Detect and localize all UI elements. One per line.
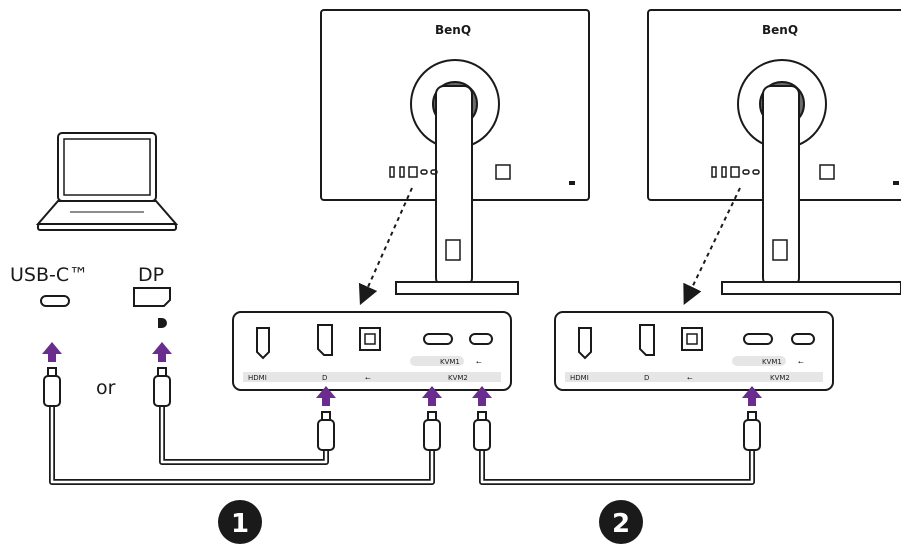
monitor-1-brand: BenQ xyxy=(435,23,471,37)
label-kvm1: KVM1 xyxy=(440,358,460,366)
hdmi-port xyxy=(578,327,592,360)
arrow-up-icon xyxy=(742,386,762,406)
dp-label: DP xyxy=(138,264,165,286)
label-usb: ⭠ xyxy=(687,374,693,382)
monitor-2-rear-ports xyxy=(711,166,760,178)
port-panel-1: HDMI D ⭠ KVM1 KVM2 ⭠ xyxy=(232,311,512,391)
monitor-1-stand-base xyxy=(395,281,519,295)
cable-plugs xyxy=(43,367,761,451)
port-panel-1-label-bar xyxy=(243,372,501,382)
cables xyxy=(49,400,755,485)
arrow-up-icon xyxy=(152,342,172,362)
plug-monitor2-usbc xyxy=(743,419,761,451)
or-label: or xyxy=(96,377,116,399)
label-kvm1: KVM1 xyxy=(762,358,782,366)
arrow-up-icon xyxy=(472,386,492,406)
cable-dp-laptop-to-monitor1 xyxy=(159,400,329,465)
label-usb: ⭠ xyxy=(365,374,371,382)
dp-logo-icon xyxy=(158,318,167,328)
usbc-kvm1-port xyxy=(423,333,453,345)
monitor-2-button xyxy=(819,164,835,180)
connection-arrows xyxy=(42,342,762,406)
plug-monitor1-dp xyxy=(317,419,335,451)
laptop-icon xyxy=(35,132,179,231)
step-2-number: 2 xyxy=(612,509,630,539)
cable-usbc-laptop-to-monitor1 xyxy=(49,400,435,485)
port-panel-2: HDMI D ⭠ KVM1 KVM2 ⭠ xyxy=(554,311,834,391)
label-dp: D xyxy=(644,374,649,382)
laptop-usbc-port-icon xyxy=(40,295,70,307)
plug-monitor1-usbc xyxy=(423,419,441,451)
plug-laptop-usbc xyxy=(43,375,61,407)
label-hdmi: HDMI xyxy=(248,374,267,382)
usbc-kvm1-port xyxy=(743,333,773,345)
monitor-2-led xyxy=(893,181,899,185)
step-1-badge: 1 xyxy=(218,500,262,544)
arrow-up-icon xyxy=(316,386,336,406)
hdmi-port xyxy=(256,327,270,360)
plug-laptop-dp xyxy=(153,375,171,407)
monitor-1: BenQ xyxy=(320,9,590,306)
label-kvm2: KVM2 xyxy=(770,374,790,382)
cable-monitor1-to-monitor2 xyxy=(479,448,755,485)
step-1-number: 1 xyxy=(231,509,249,539)
usbc-downstream-port xyxy=(469,333,493,345)
arrow-up-icon xyxy=(422,386,442,406)
usb-b-port xyxy=(359,327,381,351)
label-usb-down: ⭠ xyxy=(476,358,482,366)
monitor-2-lock-icon xyxy=(772,239,788,261)
usbc-downstream-port xyxy=(791,333,815,345)
monitor-1-rear-ports xyxy=(389,166,438,178)
monitor-1-led xyxy=(569,181,575,185)
dp-port xyxy=(317,324,333,356)
label-hdmi: HDMI xyxy=(570,374,589,382)
monitor-1-lock-icon xyxy=(445,239,461,261)
label-kvm2: KVM2 xyxy=(448,374,468,382)
step-2-badge: 2 xyxy=(599,500,643,544)
usbc-label: USB-C™ xyxy=(10,264,89,286)
dp-port xyxy=(639,324,655,356)
monitor-1-button xyxy=(495,164,511,180)
monitor-2-brand: BenQ xyxy=(762,23,798,37)
monitor-2: BenQ xyxy=(647,9,901,306)
monitor-2-zoom-arrow xyxy=(683,187,741,306)
label-dp: D xyxy=(322,374,327,382)
label-usb-down: ⭠ xyxy=(798,358,804,366)
monitor-2-stand-base xyxy=(721,281,901,295)
plug-monitor1-usbc-down xyxy=(473,419,491,451)
port-panel-2-label-bar xyxy=(565,372,823,382)
monitor-1-zoom-arrow xyxy=(358,187,413,306)
usb-b-port xyxy=(681,327,703,351)
laptop-dp-port-icon xyxy=(133,287,171,307)
arrow-up-icon xyxy=(42,342,62,362)
